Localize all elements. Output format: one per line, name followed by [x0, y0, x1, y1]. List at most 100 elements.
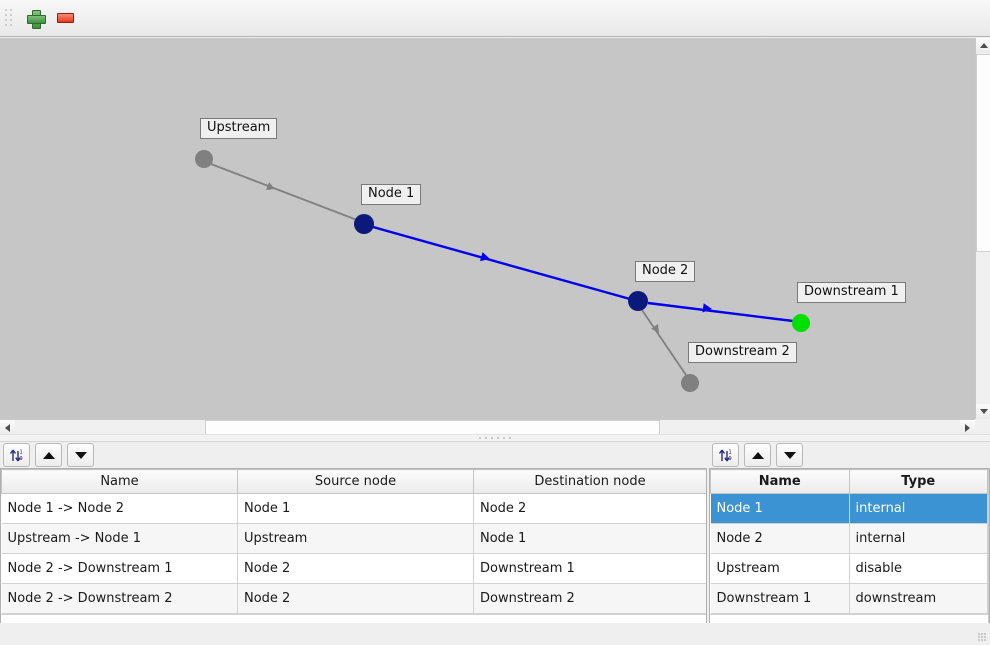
edges-cell-destination[interactable]: Downstream 2 — [473, 583, 706, 614]
edges-cell-name[interactable]: Upstream -> Node 1 — [1, 523, 238, 554]
edges-move-up-button[interactable] — [35, 443, 62, 467]
nodes-move-up-button[interactable] — [744, 443, 771, 467]
add-icon — [26, 9, 46, 29]
nodes-cell-name[interactable]: Downstream 1 — [710, 583, 850, 614]
graph-edge-node2-downstream2[interactable] — [641, 309, 687, 376]
graph-edge-node1-node2[interactable] — [372, 225, 631, 301]
edges-move-down-button[interactable] — [67, 443, 94, 467]
window-resize-grip[interactable] — [978, 633, 988, 643]
graph-node-downstream2[interactable] — [681, 374, 699, 392]
triangle-up-icon — [42, 451, 55, 459]
edges-column-header[interactable]: Destination node — [473, 469, 706, 494]
nodes-cell-type[interactable]: internal — [849, 523, 988, 554]
triangle-left-icon — [5, 423, 10, 432]
svg-text:9: 9 — [20, 456, 23, 462]
edges-column-header[interactable]: Source node — [237, 469, 474, 494]
svg-text:1: 1 — [729, 449, 732, 455]
remove-icon — [56, 13, 74, 23]
scroll-left-button[interactable] — [0, 420, 15, 435]
canvas-vscroll-thumb[interactable] — [976, 54, 990, 252]
edges-cell-name[interactable]: Node 2 -> Downstream 1 — [1, 553, 238, 584]
toolbar-drag-grip[interactable] — [4, 7, 14, 29]
nodes-cell-name[interactable]: Upstream — [710, 553, 850, 584]
edges-cell-destination[interactable]: Downstream 1 — [473, 553, 706, 584]
nodes-column-header[interactable]: Name — [710, 469, 850, 494]
graph-edge-arrowhead-node1-node2 — [480, 252, 490, 262]
horizontal-splitter[interactable] — [0, 434, 990, 442]
triangle-down-icon — [783, 451, 796, 459]
graph-edge-node2-downstream1[interactable] — [647, 301, 794, 323]
edges-cell-destination[interactable]: Node 2 — [473, 493, 706, 524]
triangle-up-icon — [979, 43, 988, 48]
sort-icon: 19 — [718, 449, 732, 462]
graph-edge-layer — [210, 163, 794, 376]
nodes-cell-type[interactable]: downstream — [849, 583, 988, 614]
graph-node-label-upstream[interactable]: Upstream — [200, 118, 278, 139]
edges-cell-name[interactable]: Node 1 -> Node 2 — [1, 493, 238, 524]
graph-edge-upstream-node1[interactable] — [210, 163, 358, 221]
scroll-up-button[interactable] — [976, 38, 990, 53]
nodes-table-vertical-scrollbar[interactable] — [988, 469, 989, 626]
graph-node-downstream1[interactable] — [792, 314, 810, 332]
edges-cell-source[interactable]: Node 1 — [237, 493, 474, 524]
nodes-move-down-button[interactable] — [776, 443, 803, 467]
canvas-vertical-scrollbar[interactable] — [975, 38, 990, 419]
graph-node-label-node1[interactable]: Node 1 — [361, 184, 422, 205]
nodes-cell-name[interactable]: Node 2 — [710, 523, 850, 554]
svg-text:9: 9 — [729, 456, 732, 462]
graph-edge-arrowhead-node2-downstream2 — [651, 324, 659, 333]
nodes-cell-type[interactable]: internal — [849, 493, 988, 524]
graph-node-label-downstream2[interactable]: Downstream 2 — [688, 342, 797, 363]
edges-cell-source[interactable]: Node 2 — [237, 553, 474, 584]
graph-edge-arrowhead-upstream-node1 — [266, 182, 275, 191]
graph-node-node1[interactable] — [354, 214, 374, 234]
graph-node-label-downstream1[interactable]: Downstream 1 — [797, 282, 906, 303]
svg-text:1: 1 — [20, 449, 23, 455]
canvas-hscroll-thumb[interactable] — [205, 420, 660, 435]
edges-cell-destination[interactable]: Node 1 — [473, 523, 706, 554]
triangle-down-icon — [74, 451, 87, 459]
nodes-cell-type[interactable]: disable — [849, 553, 988, 584]
graph-node-node2[interactable] — [628, 291, 648, 311]
graph-node-label-node2[interactable]: Node 2 — [635, 261, 696, 282]
edges-column-header[interactable]: Name — [1, 469, 238, 494]
add-button[interactable] — [20, 3, 50, 33]
canvas-horizontal-scrollbar[interactable] — [0, 419, 975, 435]
scrollbar-corner — [975, 419, 990, 434]
triangle-up-icon — [751, 451, 764, 459]
scroll-right-button[interactable] — [960, 420, 975, 435]
nodes-cell-name[interactable]: Node 1 — [710, 493, 850, 524]
edges-cell-name[interactable]: Node 2 -> Downstream 2 — [1, 583, 238, 614]
edges-cell-source[interactable]: Upstream — [237, 523, 474, 554]
triangle-down-icon — [979, 409, 988, 414]
remove-button[interactable] — [50, 3, 80, 33]
nodes-column-header[interactable]: Type — [849, 469, 988, 494]
scroll-down-button[interactable] — [976, 404, 990, 419]
graph-node-upstream[interactable] — [195, 150, 213, 168]
edges-cell-source[interactable]: Node 2 — [237, 583, 474, 614]
